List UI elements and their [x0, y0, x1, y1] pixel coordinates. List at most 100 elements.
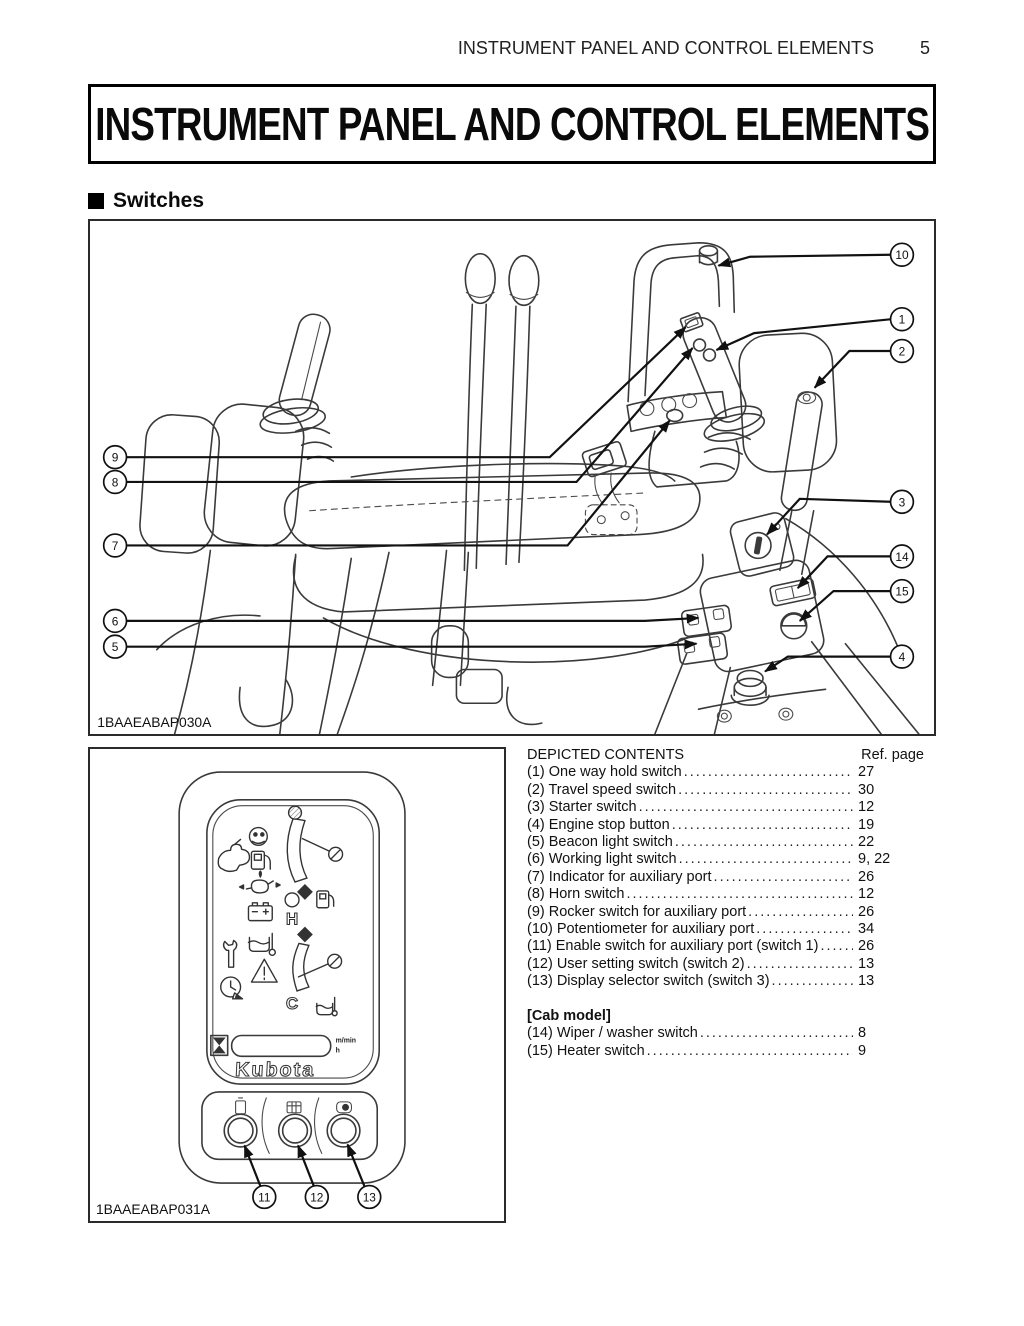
svg-text:1: 1: [899, 313, 906, 327]
instrument-panel-drawing: H C m/min h: [96, 771, 406, 1217]
oil-pressure-icon: [238, 870, 281, 894]
button-row: [201, 1091, 379, 1161]
callout-14: 14: [889, 544, 915, 569]
svg-text:3: 3: [899, 495, 906, 509]
contents-item: (13) Display selector switch (switch 3)1…: [527, 973, 936, 990]
dot-leader: [756, 921, 853, 938]
contents-item: (14) Wiper / washer switch8: [527, 1025, 936, 1042]
gauge-h-label: H: [286, 910, 298, 929]
dot-leader: [627, 886, 854, 903]
running-header-title: INSTRUMENT PANEL AND CONTROL ELEMENTS: [457, 38, 874, 58]
seat: [283, 462, 704, 734]
svg-text:15: 15: [895, 585, 909, 599]
button-switch-2: [277, 1113, 313, 1148]
fuel-gauge: [284, 805, 344, 909]
svg-text:13: 13: [363, 1190, 377, 1204]
svg-text:7: 7: [112, 539, 119, 553]
coolant-temp-icon: [247, 932, 276, 956]
gauge-c-label: C: [286, 994, 298, 1013]
cab-model-heading: [Cab model]: [527, 1007, 611, 1024]
contents-heading: DEPICTED CONTENTS: [527, 747, 685, 763]
battery-charge-icon: [247, 902, 273, 922]
figure-code-label: 1BAAEABAP030A: [97, 714, 212, 730]
travel-levers: [463, 252, 540, 572]
right-lever: [738, 332, 838, 576]
page-number: 5: [919, 38, 930, 58]
contents-item: (3) Starter switch12: [527, 799, 936, 816]
dot-leader: [647, 1043, 853, 1060]
dot-leader: [820, 938, 853, 955]
section-heading: Switches: [88, 189, 204, 213]
svg-text:6: 6: [112, 614, 119, 628]
svg-text:5: 5: [112, 640, 119, 654]
switch1-display-icon: [235, 1097, 247, 1115]
indicator-icons: [217, 826, 281, 1000]
callout-11: 11: [252, 1184, 277, 1210]
horn-button: [692, 338, 707, 352]
contents-item: (8) Horn switch12: [527, 886, 936, 903]
svg-text:8: 8: [112, 475, 119, 489]
figure-instrument-panel: H C m/min h: [88, 747, 506, 1223]
dot-leader: [700, 1025, 853, 1042]
running-header: INSTRUMENT PANEL AND CONTROL ELEMENTS 5: [88, 38, 936, 59]
meter-unit-bottom: h: [336, 1047, 340, 1054]
hour-meter-clock-icon: [220, 976, 244, 1000]
contents-item: (11) Enable switch for auxiliary port (s…: [527, 938, 936, 955]
leader-lines: [126, 253, 892, 673]
temp-gauge: [292, 926, 343, 1017]
dot-leader: [684, 764, 853, 781]
callout-6: 6: [102, 608, 128, 634]
aux-port-indicator: [665, 408, 684, 423]
callout-3: 3: [889, 489, 915, 515]
contents-item: (9) Rocker switch for auxiliary port26: [527, 904, 936, 921]
contents-item: (5) Beacon light switch22: [527, 834, 936, 851]
contents-item: (15) Heater switch9: [527, 1043, 936, 1060]
callout-1: 1: [889, 306, 915, 332]
one-way-hold-button: [702, 348, 717, 362]
dot-leader: [678, 782, 853, 799]
callout-8: 8: [102, 469, 128, 495]
callout-12: 12: [304, 1184, 330, 1210]
button-switch-1: [223, 1113, 258, 1148]
contents-item: (12) User setting switch (switch 2)13: [527, 956, 936, 973]
callout-4: 4: [889, 644, 915, 669]
engine-stop-button: [730, 669, 770, 706]
dot-leader: [675, 834, 853, 851]
black-square-bullet-icon: [88, 193, 104, 209]
chapter-title-box: INSTRUMENT PANEL AND CONTROL ELEMENTS: [88, 84, 936, 164]
dot-leader: [747, 956, 853, 973]
callouts: 10 1 2 3 14 15 4 9 8 7 6 5: [102, 242, 915, 669]
contents-item: (2) Travel speed switch30: [527, 782, 936, 799]
left-joystick: [139, 313, 335, 734]
callout-15: 15: [889, 578, 915, 604]
contents-item: (1) One way hold switch27: [527, 764, 936, 781]
svg-text:9: 9: [112, 451, 119, 465]
potentiometer-button: [698, 245, 719, 266]
auto-idle-rabbit-icon: [217, 838, 251, 873]
operator-station-drawing: 10 1 2 3 14 15 4 9 8 7 6 5 1BAAEABAP030A: [97, 242, 920, 734]
water-temp-icon: [315, 996, 338, 1017]
contents-item: (7) Indicator for auxiliary port26: [527, 869, 936, 886]
depicted-contents: DEPICTED CONTENTS Ref. page (1) One way …: [527, 747, 936, 1060]
contents-item: (10) Potentiometer for auxiliary port34: [527, 921, 936, 938]
panel-outline: [178, 771, 406, 1184]
glow-plug-icon: [248, 826, 268, 847]
dot-leader: [714, 869, 853, 886]
callout-10: 10: [889, 242, 915, 267]
callout-13: 13: [357, 1184, 382, 1210]
dot-leader: [679, 851, 853, 868]
section-heading-label: Switches: [113, 189, 205, 212]
kubota-logo: Kubota: [235, 1059, 316, 1081]
arch-bracket: [627, 242, 736, 403]
fuel-pump-icon: [250, 850, 271, 870]
right-switch-panel: [654, 512, 920, 734]
wiper-washer-switch: [769, 577, 817, 607]
dot-leader: [672, 817, 853, 834]
aux-rocker-switch: [679, 312, 704, 333]
svg-text:10: 10: [895, 248, 909, 262]
heater-switch-knob: [780, 612, 808, 640]
ref-page-heading: Ref. page: [861, 747, 924, 763]
callout-2: 2: [889, 338, 915, 364]
callout-7: 7: [102, 533, 128, 558]
